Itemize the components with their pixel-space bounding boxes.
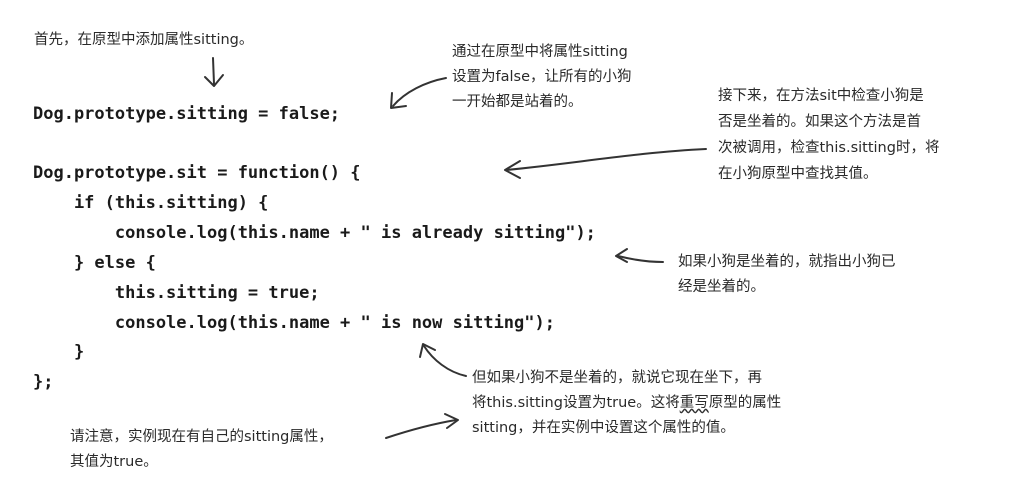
annotation-emphasis: 重写 (679, 395, 709, 411)
code-line-5: } else { (33, 253, 156, 273)
annotation-check-sitting: 接下来，在方法sit中检查小狗是 否是坐着的。如果这个方法是首 次被调用，检查t… (718, 83, 939, 187)
code-line-6: this.sitting = true; (33, 283, 320, 303)
annotation-line: 请注意，实例现在有自己的sitting属性， (70, 429, 333, 445)
annotation-line: 但如果小狗不是坐着的，就说它现在坐下，再 (472, 370, 762, 386)
code-line-4: console.log(this.name + " is already sit… (33, 223, 596, 243)
annotation-now-sitting: 但如果小狗不是坐着的，就说它现在坐下，再 将this.sitting设置为tru… (472, 366, 781, 441)
annotation-line: 如果小狗是坐着的，就指出小狗已 (678, 254, 896, 270)
annotation-default-false: 通过在原型中将属性sitting 设置为false，让所有的小狗 一开始都是站着… (452, 40, 632, 115)
annotation-line: 一开始都是站着的。 (452, 94, 583, 110)
annotation-line: 设置为false，让所有的小狗 (452, 69, 632, 85)
annotation-add-sitting: 首先，在原型中添加属性sitting。 (34, 28, 253, 53)
arrow-icon (419, 343, 467, 377)
arrow-icon (615, 248, 664, 263)
code-line-7: console.log(this.name + " is now sitting… (33, 313, 555, 333)
annotation-line: 接下来，在方法sit中检查小狗是 (718, 88, 924, 104)
annotation-line: 在小狗原型中查找其值。 (718, 166, 878, 182)
annotation-line: 其值为true。 (70, 454, 158, 470)
annotation-fragment: 原型的属性 (708, 395, 782, 411)
code-line-9: }; (33, 372, 54, 392)
annotation-already-sitting: 如果小狗是坐着的，就指出小狗已 经是坐着的。 (678, 250, 896, 300)
annotation-line: 通过在原型中将属性sitting (452, 44, 628, 60)
arrow-icon (204, 57, 224, 87)
annotation-fragment: 将this.sitting设置为true。这将 (472, 395, 680, 411)
code-line-8: } (33, 342, 85, 362)
code-line-2: Dog.prototype.sit = function() { (33, 163, 361, 183)
code-line-3: if (this.sitting) { (33, 193, 269, 213)
annotation-line: 否是坐着的。如果这个方法是首 (718, 114, 921, 130)
arrow-icon (385, 413, 459, 439)
annotation-line: 首先，在原型中添加属性sitting。 (34, 32, 254, 48)
annotation-line: 经是坐着的。 (678, 279, 765, 295)
code-line-1: Dog.prototype.sitting = false; (33, 104, 341, 124)
annotation-line: sitting，并在实例中设置这个属性的值。 (472, 420, 735, 436)
annotation-line: 次被调用，检查this.sitting时，将 (718, 140, 940, 156)
annotation-line-2: 将this.sitting设置为true。这将重写原型的属性 (472, 391, 781, 416)
arrow-icon (504, 148, 707, 179)
annotation-own-property: 请注意，实例现在有自己的sitting属性， 其值为true。 (70, 425, 333, 475)
arrow-icon (390, 77, 447, 109)
